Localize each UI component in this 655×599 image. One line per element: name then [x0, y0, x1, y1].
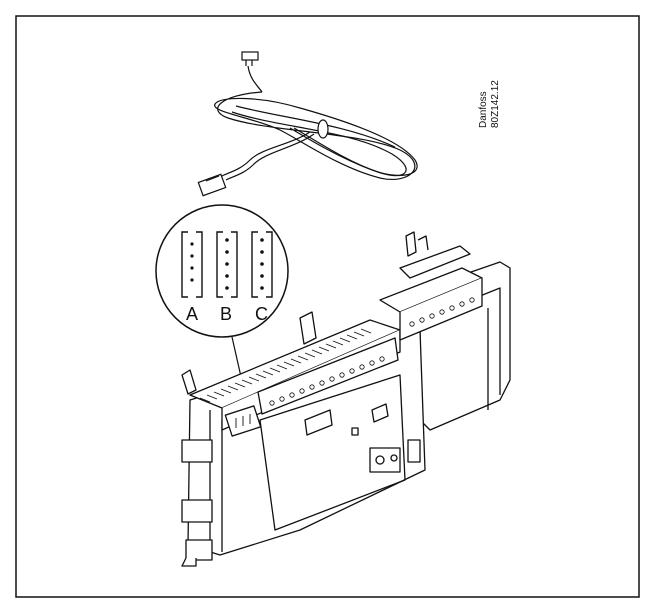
pin-c-3	[260, 262, 264, 266]
pin-c-2	[260, 250, 264, 254]
pin-a-1	[190, 242, 194, 246]
terminal-ribs	[199, 328, 372, 403]
pin-a-3	[190, 266, 194, 270]
pinout-connector-c	[251, 231, 273, 298]
pinout-connector-a	[181, 231, 203, 298]
mounting-clip-left	[181, 369, 197, 395]
pin-c-5	[260, 286, 264, 290]
plug-terminal-screws	[269, 356, 385, 406]
mounting-rail-upper	[181, 439, 213, 463]
cable-coil	[214, 91, 418, 180]
drawing-code: 80Z142.12	[490, 80, 501, 128]
manufacturer-name: Danfoss	[478, 91, 489, 128]
cable-illustration	[197, 51, 418, 197]
pinout-magnifier	[155, 204, 289, 391]
cable-top-connector	[241, 51, 259, 61]
cable-bottom-connector	[197, 173, 227, 197]
pinout-label-a: A	[186, 304, 199, 324]
controller-unit	[181, 231, 511, 567]
pinout-label-b: B	[220, 304, 233, 324]
pin-c-4	[260, 274, 264, 278]
pin-b-2	[225, 250, 229, 254]
pin-a-2	[190, 254, 194, 258]
pin-b-4	[225, 274, 229, 278]
pin-b-5	[225, 286, 229, 290]
mounting-clip-top-right	[405, 231, 417, 257]
mounting-rail-lower	[181, 499, 213, 523]
cutout-center	[304, 409, 333, 436]
mounting-clip-center	[299, 311, 317, 345]
pin-b-3	[225, 262, 229, 266]
drawing-border	[15, 15, 640, 598]
cable-tie	[317, 119, 329, 139]
pinout-label-c: C	[255, 304, 268, 324]
magnifier-circle	[155, 204, 289, 338]
drawing-code-label: Danfoss 80Z142.12	[470, 30, 530, 130]
pin-b-1	[225, 238, 229, 242]
pin-c-1	[260, 238, 264, 242]
pinout-connector-b	[216, 231, 238, 298]
pin-a-4	[190, 278, 194, 282]
